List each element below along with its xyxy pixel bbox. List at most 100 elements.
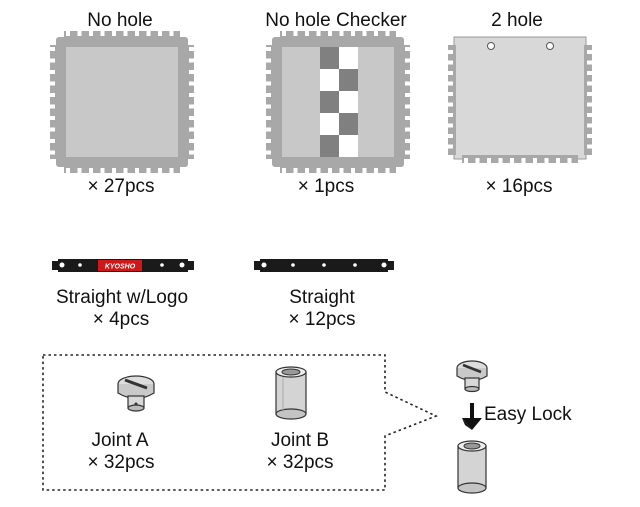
tile-edge-notch xyxy=(189,139,194,143)
tile-edge-notch xyxy=(50,104,55,109)
checker-square xyxy=(320,91,339,113)
border-straight xyxy=(254,259,394,272)
tile-edge-notch xyxy=(475,158,480,163)
tile-edge-notch xyxy=(448,134,453,138)
tile-edge-notch xyxy=(146,168,151,173)
tile-edge-notch xyxy=(464,158,468,163)
checker-square xyxy=(320,135,339,157)
checker-square xyxy=(339,113,358,135)
easy-lock-joint-a-icon xyxy=(456,360,488,393)
tile-edge-notch xyxy=(305,168,309,173)
tile-edge-notch xyxy=(587,123,592,128)
tile-edge-notch xyxy=(112,168,116,173)
tile-checker-title: No hole Checker xyxy=(265,10,407,31)
tile-edge-notch xyxy=(77,168,82,173)
easy-lock-label: Easy Lock xyxy=(484,404,572,425)
tile-edge-notch xyxy=(189,127,194,132)
border-straight-qty: × 12pcs xyxy=(288,309,356,330)
tile-edge-notch xyxy=(385,168,390,173)
tile-edge-notch xyxy=(362,168,367,173)
tile-edge-notch xyxy=(266,47,271,51)
tile-edge-notch xyxy=(77,31,82,36)
tile-edge-notch xyxy=(123,31,128,36)
tile-edge-notch xyxy=(587,81,592,86)
tile-edge-notch xyxy=(405,150,410,155)
checker-square xyxy=(320,69,339,91)
tile-edge-notch xyxy=(89,31,93,36)
tile-edge-notch xyxy=(405,81,410,86)
tile-edge-notch xyxy=(189,104,194,109)
tile-edge-notch xyxy=(385,31,390,36)
border-logo-qty: × 4pcs xyxy=(92,309,150,330)
tile-edge-notch xyxy=(351,168,355,173)
tile-edge-notch xyxy=(189,70,194,74)
tile-edge-notch xyxy=(510,158,514,163)
tile-edge-notch xyxy=(50,58,55,63)
tile-edge-notch xyxy=(405,139,410,143)
tile-edge-notch xyxy=(544,158,549,163)
tile-edge-notch xyxy=(158,31,162,36)
tile-edge-notch xyxy=(374,31,378,36)
tile-edge-notch xyxy=(189,93,194,97)
checker-square xyxy=(339,47,358,69)
joint-b-qty: × 32pcs xyxy=(266,452,334,473)
checker-square xyxy=(320,113,339,135)
tile-edge-notch xyxy=(339,31,344,36)
tile-2-hole-qty: × 16pcs xyxy=(485,176,553,197)
tile-edge-notch xyxy=(112,31,116,36)
tile-2-hole xyxy=(448,36,592,163)
tile-edge-notch xyxy=(266,104,271,109)
hole-icon xyxy=(546,42,554,50)
tile-edge-notch xyxy=(448,123,453,128)
checker-square xyxy=(339,69,358,91)
tile-edge-notch xyxy=(374,168,378,173)
tile-edge-notch xyxy=(50,139,55,143)
tile-edge-notch xyxy=(587,113,592,117)
tile-edge-notch xyxy=(405,93,410,97)
tile-edge-notch xyxy=(556,158,560,163)
tile-edge-notch xyxy=(50,150,55,155)
tile-edge-notch xyxy=(266,139,271,143)
tile-edge-notch xyxy=(100,31,105,36)
tile-edge-notch xyxy=(266,116,271,120)
tile-edge-notch xyxy=(587,60,592,65)
tile-no-hole xyxy=(50,31,194,173)
tile-edge-notch xyxy=(405,70,410,74)
hole-icon xyxy=(487,42,495,50)
kyosho-logo xyxy=(98,260,142,271)
tile-edge-notch xyxy=(567,158,572,163)
tile-edge-notch xyxy=(405,58,410,63)
tile-edge-notch xyxy=(50,70,55,74)
tile-edge-notch xyxy=(100,168,105,173)
tile-edge-notch xyxy=(266,58,271,63)
tile-edge-notch xyxy=(282,168,286,173)
tile-edge-notch xyxy=(448,60,453,65)
border-straight-logo: KYOSHO xyxy=(52,259,194,272)
border-straight-title: Straight xyxy=(289,287,355,308)
checker-square xyxy=(339,135,358,157)
tile-edge-notch xyxy=(487,158,491,163)
easy-lock-joint-b-icon xyxy=(457,440,487,494)
tile-edge-notch xyxy=(405,116,410,120)
checker-square xyxy=(339,91,358,113)
tile-edge-notch xyxy=(587,71,592,75)
tile-edge-notch xyxy=(448,92,453,96)
joint-b-icon xyxy=(275,366,307,420)
joints-callout-frame xyxy=(42,354,439,491)
joint-a-title: Joint A xyxy=(91,430,149,451)
tile-no-hole-checker xyxy=(266,31,410,173)
easy-lock-arrow-icon xyxy=(462,403,482,430)
checker-square xyxy=(320,47,339,69)
tile-edge-notch xyxy=(362,31,367,36)
tile-edge-notch xyxy=(266,70,271,74)
tile-edge-notch xyxy=(50,81,55,86)
tile-2-hole-title: 2 hole xyxy=(491,10,543,31)
tile-edge-notch xyxy=(266,93,271,97)
tile-edge-notch xyxy=(189,58,194,63)
tile-edge-notch xyxy=(405,127,410,132)
tile-edge-notch xyxy=(448,71,453,75)
tile-edge-notch xyxy=(316,168,321,173)
tile-edge-notch xyxy=(50,93,55,97)
tile-edge-notch xyxy=(135,31,139,36)
